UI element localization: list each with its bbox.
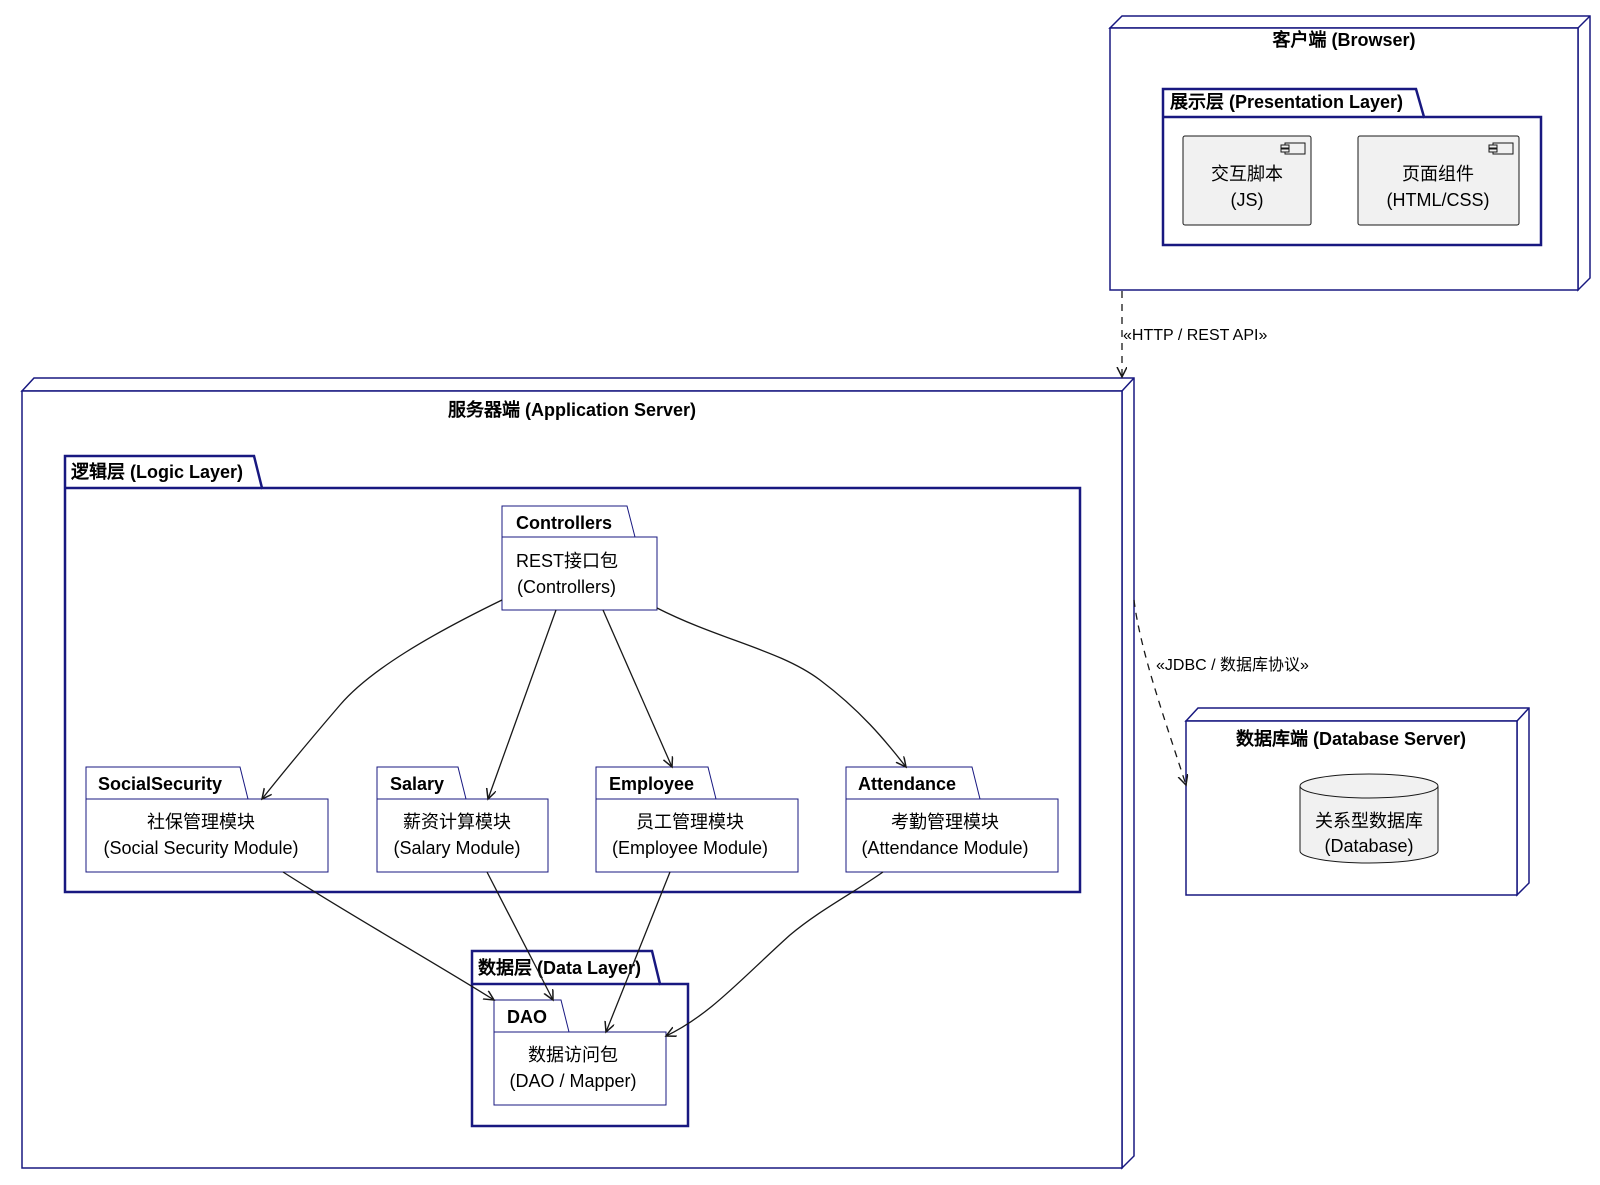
edge-jdbc-label: «JDBC / 数据库协议» bbox=[1156, 656, 1309, 674]
database-node: 数据库端 (Database Server) 关系型数据库 (Database) bbox=[1184, 707, 1530, 897]
data-layer-package: 数据层 (Data Layer) DAO 数据访问包 (DAO / Mapper… bbox=[470, 949, 690, 1128]
attendance-line2: (Attendance Module) bbox=[861, 838, 1028, 858]
component-icon bbox=[1280, 142, 1306, 155]
logic-layer-package: 逻辑层 (Logic Layer) Controllers REST接口包 (C… bbox=[63, 454, 1082, 894]
server-node-title: 服务器端 (Application Server) bbox=[448, 399, 696, 420]
js-component-line1: 交互脚本 bbox=[1211, 164, 1283, 184]
social-security-line2: (Social Security Module) bbox=[103, 838, 298, 858]
attendance-tab-label: Attendance bbox=[858, 774, 956, 794]
social-security-tab-label: SocialSecurity bbox=[98, 774, 222, 794]
edge-controllers-to-social bbox=[262, 599, 503, 799]
edge-http-label: «HTTP / REST API» bbox=[1123, 327, 1267, 344]
presentation-layer-package: 展示层 (Presentation Layer) 交互脚本 (JS) bbox=[1161, 87, 1543, 247]
controllers-line1: REST接口包 bbox=[516, 551, 618, 571]
dao-tab-label: DAO bbox=[507, 1007, 547, 1027]
edge-social-to-dao bbox=[282, 871, 494, 1000]
database-line1: 关系型数据库 bbox=[1315, 811, 1423, 831]
edge-controllers-to-attendance bbox=[656, 607, 906, 767]
html-component-line2: (HTML/CSS) bbox=[1387, 190, 1490, 210]
server-node: 服务器端 (Application Server) 逻辑层 (Logic Lay… bbox=[20, 377, 1135, 1170]
html-component: 页面组件 (HTML/CSS) bbox=[1357, 135, 1520, 226]
salary-tab-label: Salary bbox=[390, 774, 444, 794]
edge-jdbc: «JDBC / 数据库协议» bbox=[1133, 599, 1309, 785]
data-layer-title: 数据层 (Data Layer) bbox=[478, 957, 641, 978]
dao-line1: 数据访问包 bbox=[528, 1045, 618, 1065]
salary-line1: 薪资计算模块 bbox=[403, 812, 511, 832]
edge-attendance-to-dao bbox=[666, 871, 884, 1036]
database-line2: (Database) bbox=[1324, 836, 1413, 856]
controllers-package: Controllers REST接口包 (Controllers) bbox=[501, 505, 658, 611]
component-icon bbox=[1488, 142, 1514, 155]
employee-line1: 员工管理模块 bbox=[636, 812, 744, 832]
html-component-line1: 页面组件 bbox=[1402, 164, 1474, 184]
salary-package: Salary 薪资计算模块 (Salary Module) bbox=[376, 766, 549, 873]
attendance-line1: 考勤管理模块 bbox=[891, 812, 999, 832]
client-node: 客户端 (Browser) 展示层 (Presentation Layer) 交… bbox=[1108, 15, 1591, 292]
edge-controllers-to-salary bbox=[488, 609, 557, 799]
dao-line2: (DAO / Mapper) bbox=[509, 1071, 636, 1091]
controllers-tab-label: Controllers bbox=[516, 513, 612, 533]
js-component: 交互脚本 (JS) bbox=[1182, 135, 1312, 226]
social-security-line1: 社保管理模块 bbox=[147, 812, 255, 832]
attendance-package: Attendance 考勤管理模块 (Attendance Module) bbox=[845, 766, 1059, 873]
employee-package: Employee 员工管理模块 (Employee Module) bbox=[595, 766, 799, 873]
presentation-layer-title: 展示层 (Presentation Layer) bbox=[1170, 92, 1403, 112]
edge-http: «HTTP / REST API» bbox=[1122, 291, 1267, 377]
social-security-package: SocialSecurity 社保管理模块 (Social Security M… bbox=[85, 766, 329, 873]
database-node-title: 数据库端 (Database Server) bbox=[1236, 728, 1466, 749]
database-cylinder: 关系型数据库 (Database) bbox=[1299, 773, 1439, 864]
edge-salary-to-dao bbox=[486, 871, 553, 1000]
salary-line2: (Salary Module) bbox=[393, 838, 520, 858]
controllers-line2: (Controllers) bbox=[517, 577, 616, 597]
employee-line2: (Employee Module) bbox=[612, 838, 768, 858]
js-component-line2: (JS) bbox=[1231, 190, 1264, 210]
edge-employee-to-dao bbox=[606, 871, 671, 1032]
client-node-title: 客户端 (Browser) bbox=[1272, 29, 1415, 50]
logic-layer-title: 逻辑层 (Logic Layer) bbox=[71, 461, 243, 482]
employee-tab-label: Employee bbox=[609, 774, 694, 794]
edge-controllers-to-employee bbox=[602, 609, 672, 767]
dao-package: DAO 数据访问包 (DAO / Mapper) bbox=[493, 999, 667, 1106]
